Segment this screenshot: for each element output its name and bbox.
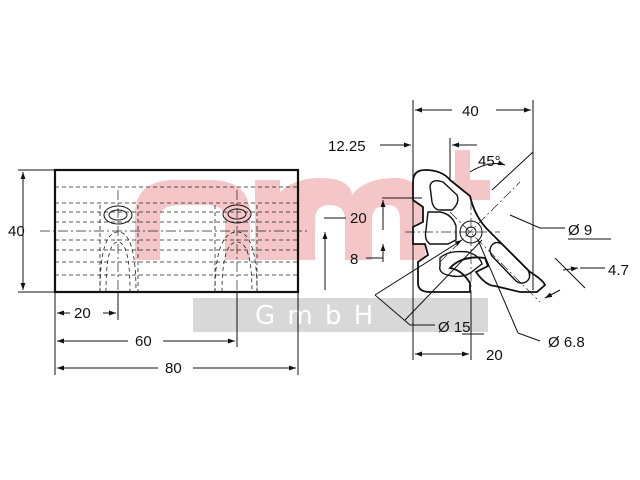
dim-bore-center: Ø 6.8 (548, 334, 585, 351)
counterbore-hole-left (103, 205, 133, 225)
profile-section (405, 169, 547, 303)
profile-outline (412, 169, 547, 293)
dim-profile-width: 40 (462, 103, 479, 120)
dim-bore-small: Ø 9 (568, 222, 592, 239)
slot-diagonal (489, 241, 531, 284)
side-view-hidden-lines (55, 186, 298, 293)
dim-angle: 45° (478, 153, 501, 170)
slot-left (424, 211, 457, 245)
side-view (40, 168, 310, 294)
dim-center-offset: 20 (486, 347, 503, 364)
dim-overall-length: 80 (165, 360, 182, 377)
dim-slot-width: 4.7 (608, 262, 629, 279)
dim-hole-spacing: 60 (135, 333, 152, 350)
profile-dimensions: 40 12.25 45° Ø 9 4.7 20 8 Ø 15 Ø 6. (322, 100, 629, 364)
dim-bore-large: Ø 15 (438, 319, 471, 336)
side-view-dimensions: 40 20 60 80 (8, 169, 299, 377)
watermark-text: G m b H (255, 301, 375, 331)
slot-upper (429, 179, 459, 211)
watermark-band (193, 298, 488, 332)
dim-step-lower: 8 (350, 251, 358, 268)
dim-slot-offset: 12.25 (328, 138, 366, 155)
counterbore-hole-right (222, 204, 252, 224)
slot-lower (439, 250, 483, 278)
dim-side-height: 40 (8, 223, 25, 240)
dim-step-upper: 20 (350, 210, 367, 227)
dim-hole-offset: 20 (74, 305, 91, 322)
